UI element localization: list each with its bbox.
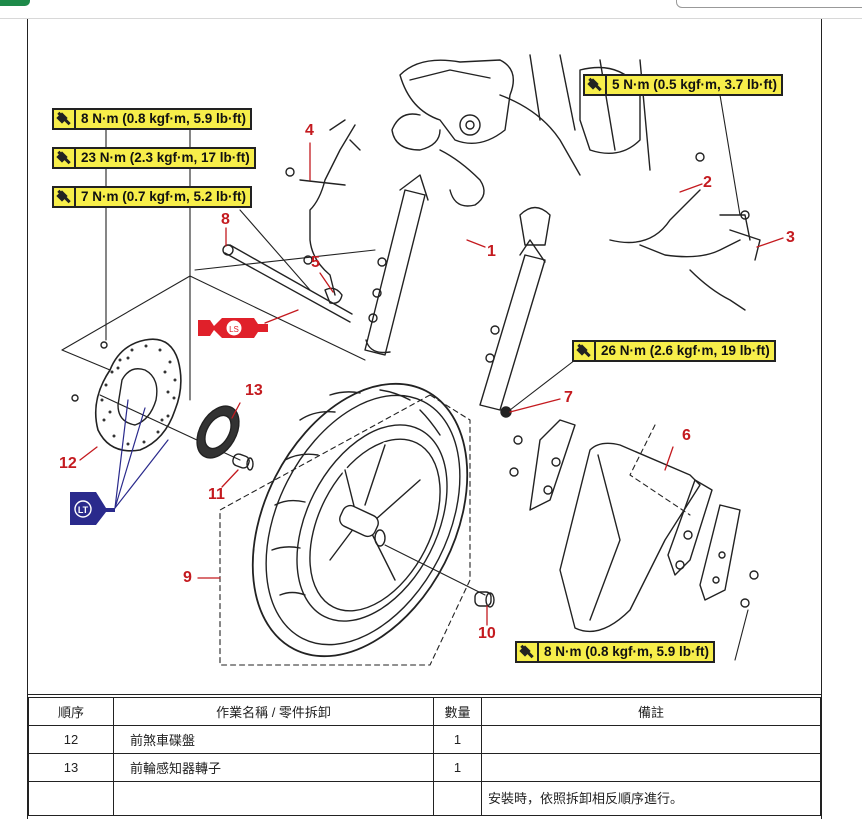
torque-value: 8 N·m (0.8 kgf·m, 5.9 lb·ft): [81, 111, 247, 126]
lithium-grease-badge: LS: [198, 318, 268, 338]
torque-wrench-icon: [585, 76, 607, 94]
header-job: 作業名稱 / 零件拆卸: [113, 697, 434, 726]
callout-3: 3: [786, 229, 795, 246]
table-header-row: 順序 作業名稱 / 零件拆卸 數量 備註: [28, 697, 821, 726]
collar-right-illustration: [474, 591, 495, 608]
sensor-rotor-illustration: [196, 405, 240, 459]
torque-spec-5nm: 5 N·m (0.5 kgf·m, 3.7 lb·ft): [583, 74, 784, 96]
torque-spec-7nm: 7 N·m (0.7 kgf·m, 5.2 lb·ft): [52, 186, 253, 208]
torque-spec-23nm: 23 N·m (2.3 kgf·m, 17 lb·ft): [52, 147, 256, 169]
callout-11: 11: [208, 486, 225, 503]
torque-value: 5 N·m (0.5 kgf·m, 3.7 lb·ft): [612, 77, 778, 92]
exploded-diagram: LS LT: [61, 54, 784, 666]
torque-wrench-icon: [517, 643, 539, 661]
table-top-divider: [28, 694, 821, 695]
header-order: 順序: [28, 697, 114, 726]
torque-wrench-icon: [54, 188, 76, 206]
torque-wrench-icon: [54, 149, 76, 167]
lt-label: LT: [78, 505, 89, 515]
header-qty: 數量: [433, 697, 482, 726]
abs-unit-illustration: [329, 54, 651, 207]
torque-spec-8nm: 8 N·m (0.8 kgf·m, 5.9 lb·ft): [52, 108, 253, 130]
torque-wrench-icon: [54, 110, 76, 128]
header-remarks: 備註: [481, 697, 821, 726]
manual-page: [27, 19, 822, 819]
callout-10: 10: [478, 625, 496, 642]
removal-steps-table: 順序 作業名稱 / 零件拆卸 數量 備註 12 前煞車碟盤 1 13 前輪感知器…: [28, 697, 821, 816]
left-fork-illustration: [364, 174, 429, 356]
browser-top-bar: [0, 0, 862, 19]
row-remarks: [481, 753, 821, 782]
locking-agent-badge: LT: [70, 492, 115, 525]
row-order: 12: [28, 725, 114, 754]
torque-spec-26nm: 26 N·m (2.6 kgf·m, 19 lb·ft): [572, 340, 776, 362]
callout-13: 13: [245, 382, 263, 399]
row-qty: 1: [433, 725, 482, 754]
callout-12: 12: [59, 455, 77, 472]
brake-disc-illustration: [71, 338, 182, 452]
search-input[interactable]: [676, 0, 862, 8]
callout-2: 2: [703, 174, 712, 191]
collar-illustration: [232, 453, 254, 471]
callout-9: 9: [183, 569, 192, 586]
ls-label: LS: [229, 325, 239, 334]
right-fork-illustration: [479, 206, 551, 411]
row-job: 前煞車碟盤: [113, 725, 434, 754]
callout-5: 5: [311, 254, 320, 271]
callout-4: 4: [305, 122, 314, 139]
table-row: 13 前輪感知器轉子 1: [28, 753, 821, 782]
app-action-button[interactable]: [0, 0, 30, 6]
row-order: 13: [28, 753, 114, 782]
torque-value: 8 N·m (0.8 kgf·m, 5.9 lb·ft): [544, 644, 710, 659]
torque-value: 7 N·m (0.7 kgf·m, 5.2 lb·ft): [81, 189, 247, 204]
sensor-lead-illustration: [609, 152, 761, 311]
callout-8: 8: [221, 211, 230, 228]
torque-spec-8nm-fender: 8 N·m (0.8 kgf·m, 5.9 lb·ft): [515, 641, 716, 663]
torque-wrench-icon: [574, 342, 596, 360]
callout-1: 1: [487, 243, 496, 260]
torque-value: 26 N·m (2.6 kgf·m, 19 lb·ft): [601, 343, 770, 358]
callout-6: 6: [682, 427, 691, 444]
row-job: 前輪感知器轉子: [113, 753, 434, 782]
front-fender-illustration: [500, 406, 759, 633]
brake-hose-illustration: [285, 124, 356, 305]
torque-value: 23 N·m (2.3 kgf·m, 17 lb·ft): [81, 150, 250, 165]
front-wheel-illustration: [251, 382, 469, 658]
row-qty: 1: [433, 753, 482, 782]
table-row: 12 前煞車碟盤 1: [28, 725, 821, 754]
callout-7: 7: [564, 389, 573, 406]
row-remarks: [481, 725, 821, 754]
